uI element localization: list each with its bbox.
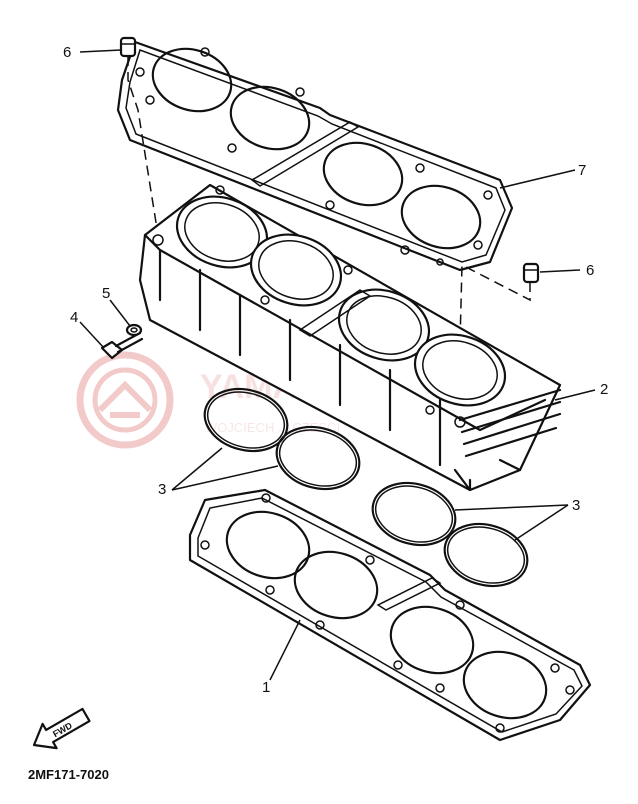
callout-6-right: 6 [586, 262, 594, 279]
dowel-pin-top [119, 36, 137, 58]
callout-5: 5 [102, 285, 110, 302]
callout-2: 2 [600, 381, 608, 398]
callout-3-right: 3 [572, 497, 580, 514]
bolt [100, 331, 144, 360]
callout-4: 4 [70, 309, 78, 326]
o-ring-1 [203, 387, 289, 453]
washer [125, 323, 143, 337]
callouts: 6 7 6 5 4 2 3 3 1 [63, 44, 608, 696]
callout-1: 1 [262, 679, 270, 696]
o-ring-2 [275, 425, 361, 491]
cylinder-block [138, 183, 562, 492]
dowel-pin-right [522, 262, 540, 284]
callout-7: 7 [578, 162, 586, 179]
head-gasket [116, 40, 514, 272]
callout-6-top: 6 [63, 44, 71, 61]
watermark-sub: WOJCIECH ... CZESCI [205, 420, 340, 435]
o-ring-4 [443, 522, 529, 588]
base-gasket [188, 488, 592, 742]
diagram-code: 2MF171-7020 [28, 767, 109, 782]
o-ring-3 [371, 481, 457, 547]
callout-3-left: 3 [158, 481, 166, 498]
watermark-logo [76, 351, 174, 449]
fwd-arrow: FWD [32, 707, 91, 750]
leader-lines [79, 49, 596, 681]
